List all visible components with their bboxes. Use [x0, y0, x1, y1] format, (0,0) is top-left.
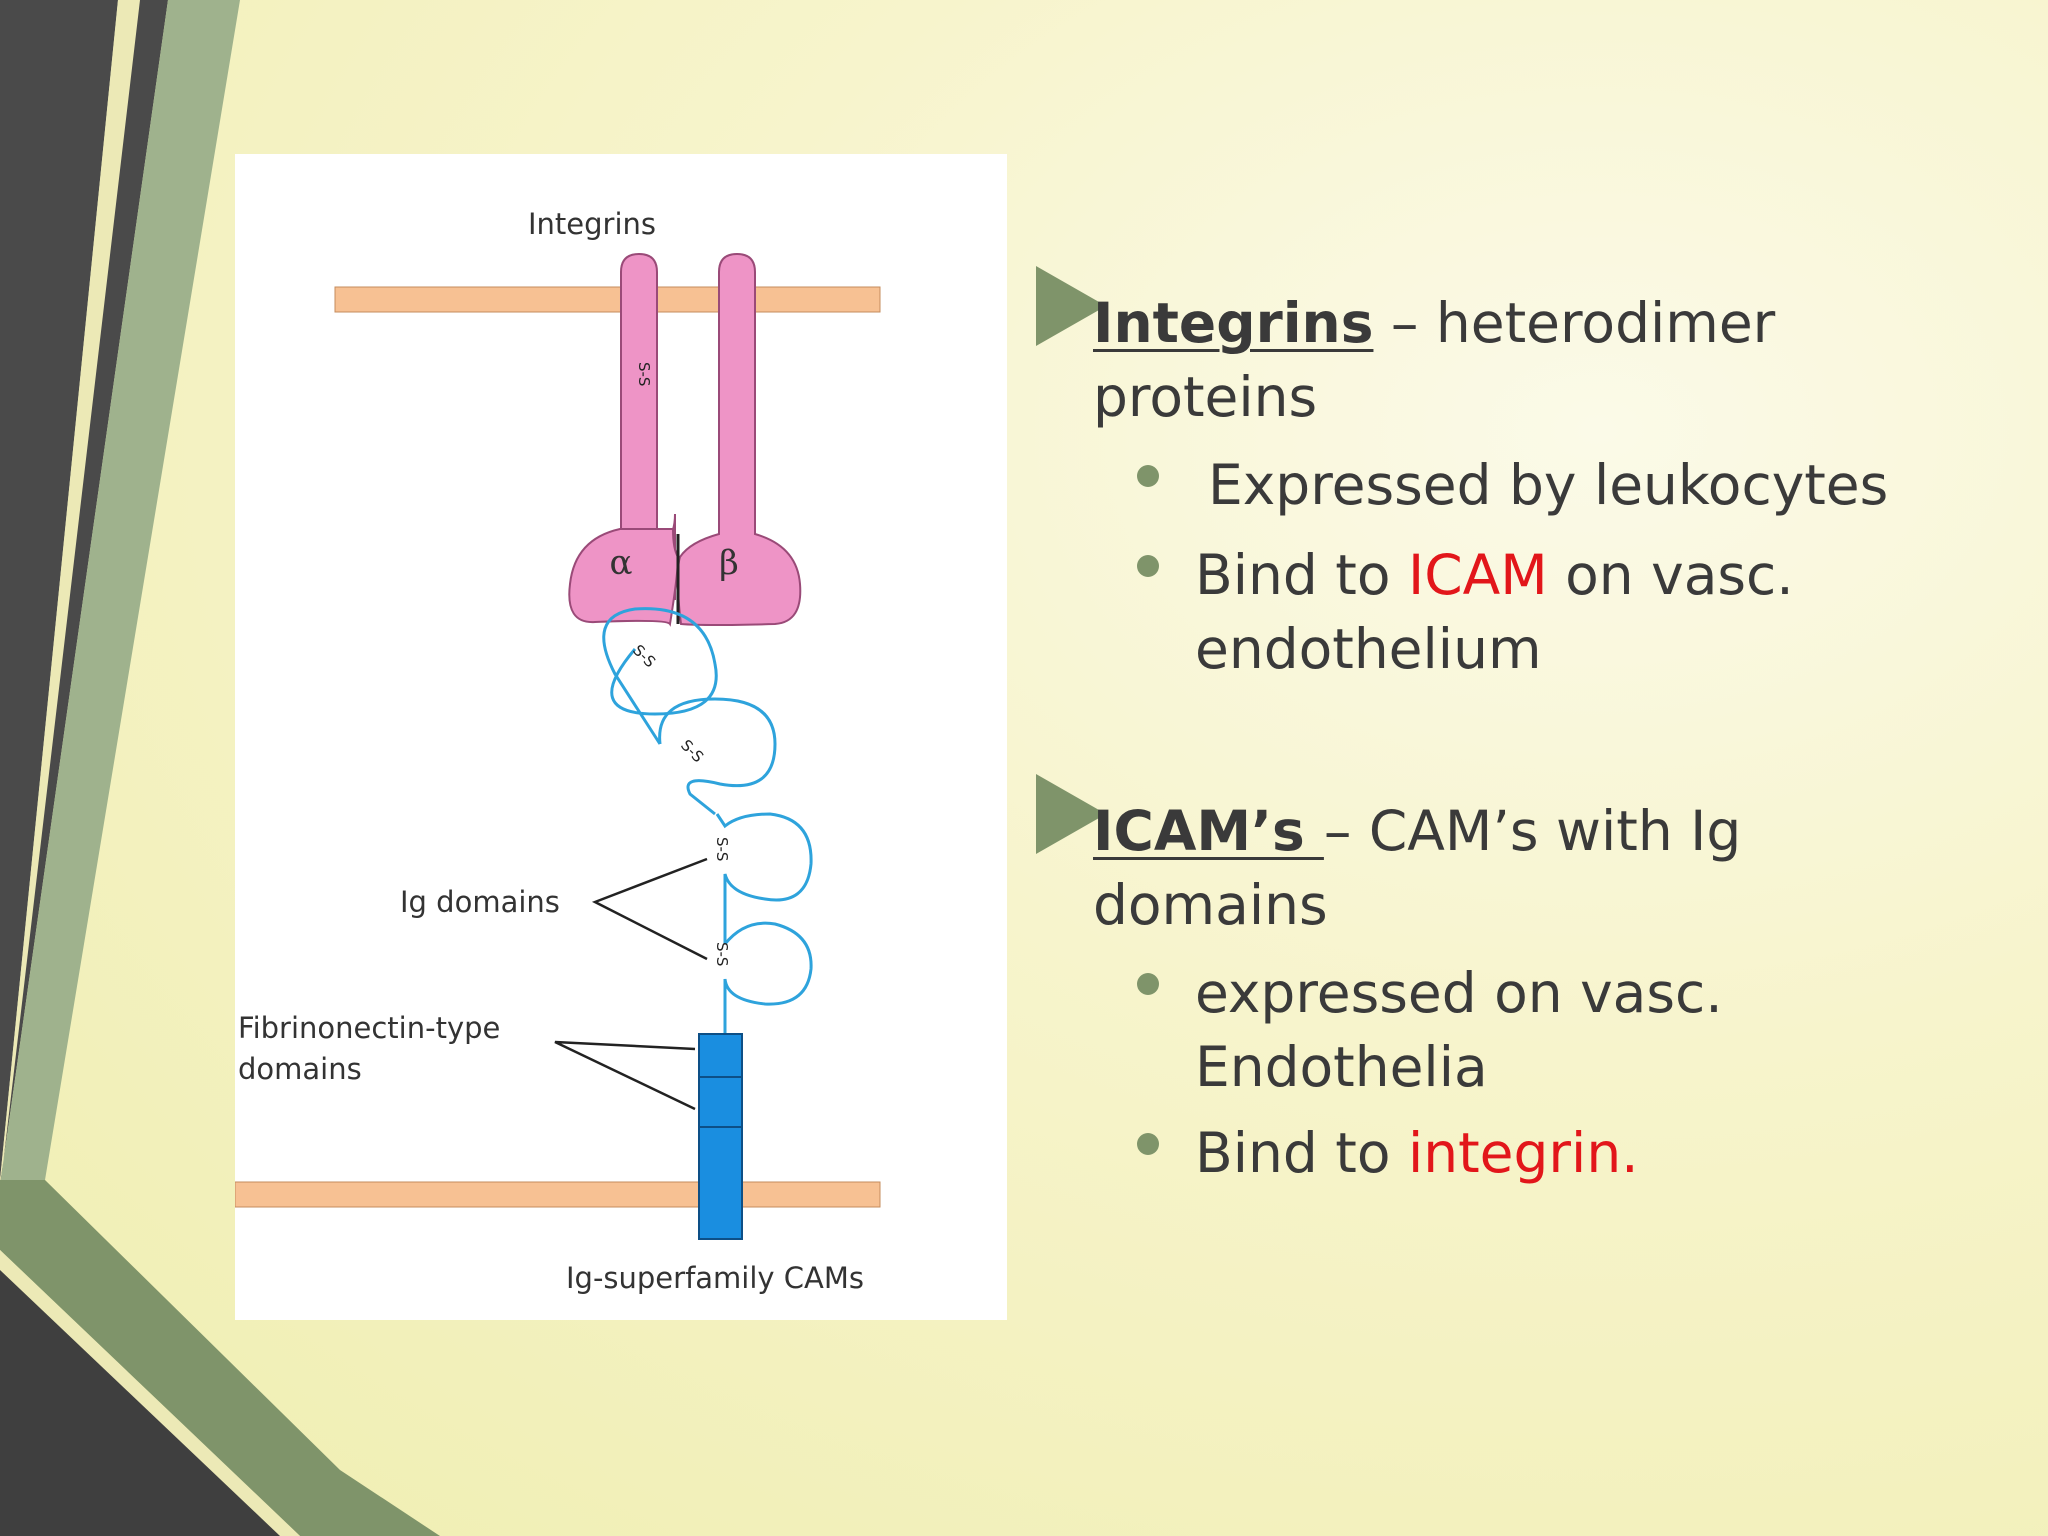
- bullet-dot: [1137, 465, 1159, 487]
- triangle-bullet-integrins: [1036, 266, 1106, 346]
- icam-heading: ICAM’s – CAM’s with Ig: [1093, 794, 1741, 868]
- pointer-lines: [554, 857, 708, 1111]
- green-stripe-top: [0, 0, 240, 1185]
- upper-membrane: [334, 286, 881, 313]
- dark-stripe-bottom: [0, 1270, 280, 1536]
- integrins-bullet-2-line2: endothelium: [1195, 617, 1542, 681]
- bullet-text: Bind to: [1195, 1121, 1408, 1185]
- lower-membrane: [235, 1181, 881, 1208]
- integrins-bullet-1: Expressed by leukocytes: [1208, 453, 1889, 517]
- bullet-dot: [1137, 973, 1159, 995]
- ig-domains-pointer: [591, 857, 708, 961]
- fibronectin-domain-1: [698, 1033, 743, 1078]
- bullet-dot: [1137, 1133, 1159, 1155]
- integrins-label: Integrins: [528, 207, 656, 241]
- icam-heading-line2: domains: [1093, 873, 1328, 937]
- icam-term: ICAM’s: [1093, 799, 1324, 863]
- cam-diagram: Integrins α β S-S S-S S-S S-S S-S: [235, 154, 1007, 1320]
- integrins-desc: – heterodimer: [1373, 291, 1776, 355]
- icam-bullet-1: expressed on vasc.: [1195, 961, 1723, 1025]
- green-stripe-bottom: [0, 1180, 440, 1536]
- integrins-heading: Integrins – heterodimer: [1093, 286, 1775, 360]
- bullet-dot: [1137, 555, 1159, 577]
- fibronectin-domain-2: [698, 1076, 743, 1128]
- integrins-bullet-2: Bind to ICAM on vasc.: [1195, 538, 1794, 612]
- bullet-text: on vasc.: [1547, 543, 1794, 607]
- integrins-term: Integrins: [1093, 291, 1374, 355]
- integrins-heading-line2: proteins: [1093, 365, 1318, 429]
- icam-highlight: ICAM: [1407, 543, 1548, 607]
- ig-loop-2: [658, 697, 777, 816]
- fibronectin-label-line2: domains: [238, 1052, 362, 1086]
- ss-label-2: S-S: [677, 736, 707, 766]
- ig-superfamily-label: Ig-superfamily CAMs: [566, 1261, 864, 1295]
- triangle-bullet-icam: [1036, 774, 1106, 854]
- ig-loop-4: [723, 921, 813, 1034]
- transmembrane-segment: [698, 1126, 743, 1240]
- ig-domains-label: Ig domains: [400, 885, 560, 919]
- ss-label-1: S-S: [629, 641, 659, 671]
- light-stripe-bottom: [0, 1250, 300, 1536]
- fibronectin-pointer: [554, 1040, 696, 1111]
- alpha-label: α: [610, 543, 633, 583]
- beta-label: β: [719, 543, 739, 583]
- icam-desc: – CAM’s with Ig: [1323, 799, 1742, 863]
- integrin-highlight: integrin.: [1407, 1121, 1639, 1185]
- bullet-text: Bind to: [1195, 543, 1408, 607]
- integrin-disulfide-label: S-S: [635, 362, 653, 386]
- ss-label-4: S-S: [713, 942, 731, 966]
- ig-loop-3: [715, 812, 813, 944]
- ig-loop-1: [602, 607, 718, 745]
- ss-label-3: S-S: [713, 837, 731, 861]
- fibronectin-label-line1: Fibrinonectin-type: [238, 1011, 500, 1045]
- ig-domain-chain: [602, 607, 813, 1034]
- icam-bullet-1-line2: Endothelia: [1195, 1035, 1488, 1099]
- icam-bullet-2: Bind to integrin.: [1195, 1116, 1639, 1190]
